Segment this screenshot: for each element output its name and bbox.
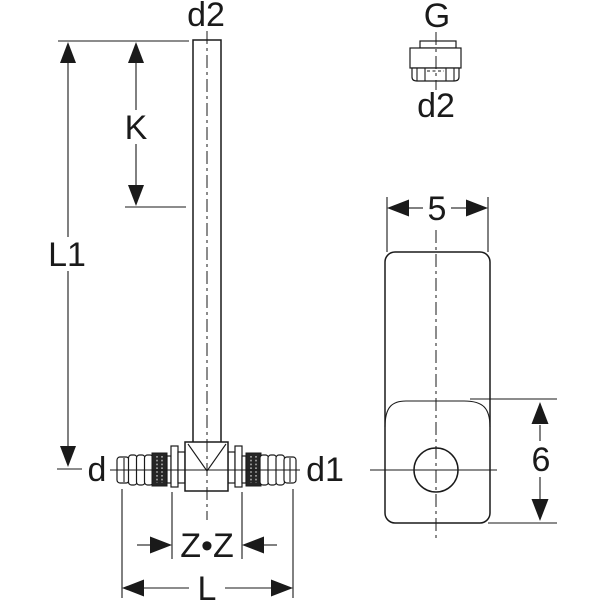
dimension-6: 6 — [470, 398, 557, 524]
dim-6-label: 6 — [532, 441, 551, 479]
arrowhead-up — [128, 42, 144, 63]
side-view: 5 6 — [370, 190, 557, 538]
arrowhead-right — [150, 536, 172, 554]
right-press-port — [227, 445, 297, 488]
arrowhead-down — [60, 446, 76, 467]
clamp-shoulder — [384, 400, 491, 428]
arrowhead-right — [466, 199, 488, 217]
dimension-5: 5 — [386, 190, 489, 252]
arrowhead-up — [531, 402, 549, 424]
port-d-label: d — [88, 451, 107, 489]
arrowhead-up — [60, 42, 76, 63]
dim-l-label: L — [198, 570, 217, 600]
dimension-l1: L1 — [48, 42, 86, 470]
arrowhead-left — [387, 199, 409, 217]
thread-g-label: G — [424, 0, 450, 35]
mounting-plate-body — [384, 251, 491, 524]
dim-zz-label: Z•Z — [180, 527, 233, 565]
arrowhead-down — [128, 185, 144, 206]
arrowhead-down — [531, 499, 549, 521]
left-press-port — [116, 445, 186, 488]
dimension-zz: Z•Z — [137, 492, 277, 565]
pipe-d2-label: d2 — [187, 0, 225, 34]
arrowhead-left — [242, 536, 264, 554]
front-view: L1 K d2 — [48, 0, 344, 600]
dimension-k: K — [125, 42, 186, 208]
dim-5-label: 5 — [428, 190, 447, 228]
dim-k-label: K — [125, 109, 148, 147]
connector-top-tab — [419, 40, 457, 49]
arrowhead-right — [271, 579, 293, 597]
dimension-l: L — [121, 489, 294, 600]
port-d1-label: d1 — [306, 451, 344, 489]
arrowhead-left — [122, 579, 144, 597]
left-flange — [170, 445, 179, 488]
dim-l1-label: L1 — [48, 236, 86, 274]
connector-detail-view: G d2 — [409, 0, 462, 125]
connector-d2-label: d2 — [417, 87, 455, 125]
right-flange — [234, 445, 243, 488]
